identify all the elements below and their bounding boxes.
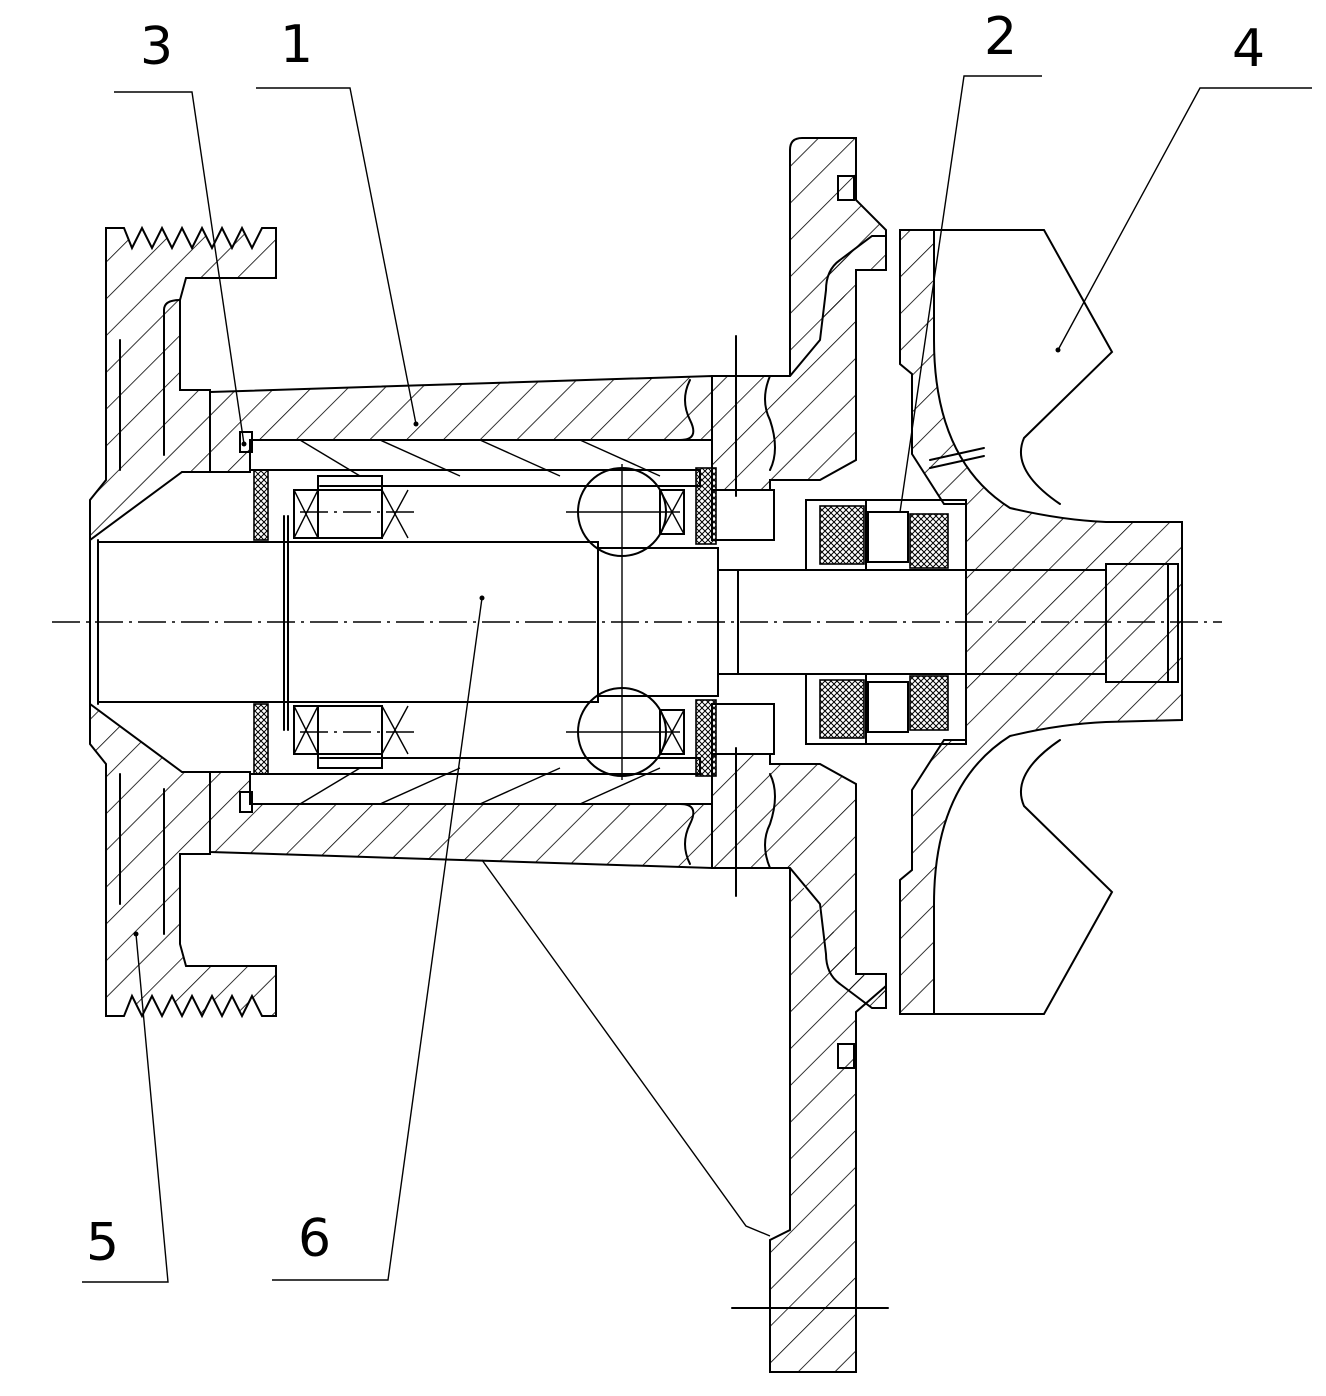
callout-2: 2 <box>984 7 1017 67</box>
impeller <box>899 229 1183 1015</box>
callout-5: 5 <box>86 1213 119 1273</box>
callout-6: 6 <box>298 1209 331 1269</box>
callout-4: 4 <box>1232 19 1265 79</box>
roller-bearing <box>293 475 420 769</box>
leader-lines <box>82 75 1312 1283</box>
left-seal <box>239 431 269 813</box>
pump-body <box>711 137 889 1373</box>
callout-1: 1 <box>280 15 313 75</box>
callout-3: 3 <box>140 17 173 77</box>
mechanical-seal <box>805 499 967 745</box>
